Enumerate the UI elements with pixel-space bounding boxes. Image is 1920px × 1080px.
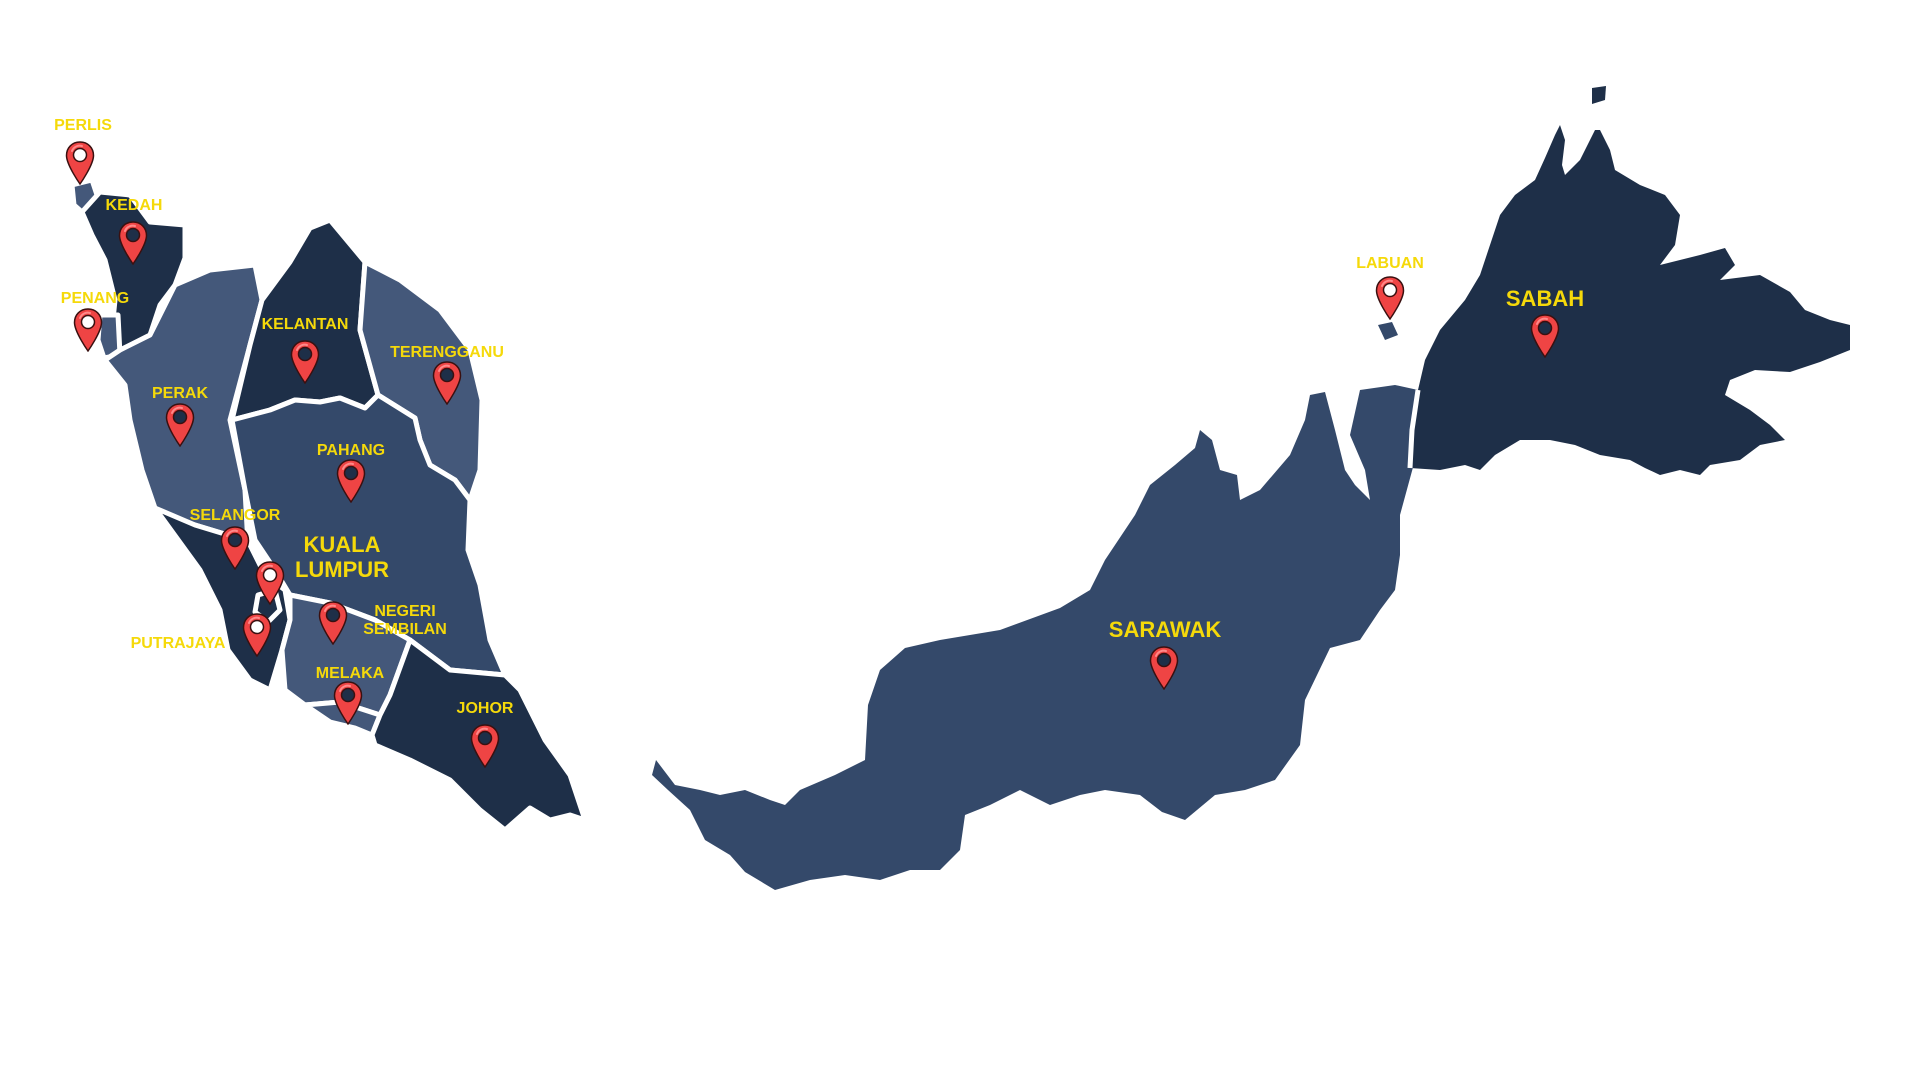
state-label-johor: JOHOR xyxy=(456,700,514,717)
map-pin-icon[interactable] xyxy=(73,308,103,352)
state-sarawak[interactable] xyxy=(652,385,1418,890)
map-pin-icon[interactable] xyxy=(333,681,363,725)
map-pin-icon[interactable] xyxy=(165,403,195,447)
state-label-penang: PENANG xyxy=(60,290,130,307)
map-pin-icon[interactable] xyxy=(118,221,148,265)
state-label-perak: PERAK xyxy=(151,385,209,402)
map-pin-icon[interactable] xyxy=(470,724,500,768)
state-label-kedah: KEDAH xyxy=(105,197,163,214)
map-pin-icon[interactable] xyxy=(290,340,320,384)
map-pin-icon[interactable] xyxy=(318,601,348,645)
island-labuan[interactable] xyxy=(1378,322,1398,340)
map-pin-icon[interactable] xyxy=(1530,314,1560,358)
state-label-selangor: SELANGOR xyxy=(189,507,281,524)
island-banggi xyxy=(1592,86,1606,104)
state-label-melaka: MELAKA xyxy=(315,665,385,682)
state-label-sarawak: SARAWAK xyxy=(1108,617,1222,642)
state-label-perlis: PERLIS xyxy=(54,117,112,134)
map-pin-icon[interactable] xyxy=(65,141,95,185)
map-pin-icon[interactable] xyxy=(255,561,285,605)
map-pin-icon[interactable] xyxy=(242,613,272,657)
state-label-terengganu: TERENGGANU xyxy=(390,344,504,361)
map-pin-icon[interactable] xyxy=(432,361,462,405)
state-label-labuan: LABUAN xyxy=(1356,255,1424,272)
state-label-sabah: SABAH xyxy=(1505,286,1585,311)
sabah-sarawak-border xyxy=(1407,389,1421,469)
map-pin-icon[interactable] xyxy=(220,526,250,570)
map-pin-icon[interactable] xyxy=(1149,646,1179,690)
state-label-pahang: PAHANG xyxy=(316,442,386,459)
state-label-kelantan: KELANTAN xyxy=(261,316,349,333)
state-sabah[interactable] xyxy=(1410,125,1850,475)
map-pin-icon[interactable] xyxy=(1375,276,1405,320)
map-pin-icon[interactable] xyxy=(336,459,366,503)
state-label-putrajaya: PUTRAJAYA xyxy=(130,635,226,652)
